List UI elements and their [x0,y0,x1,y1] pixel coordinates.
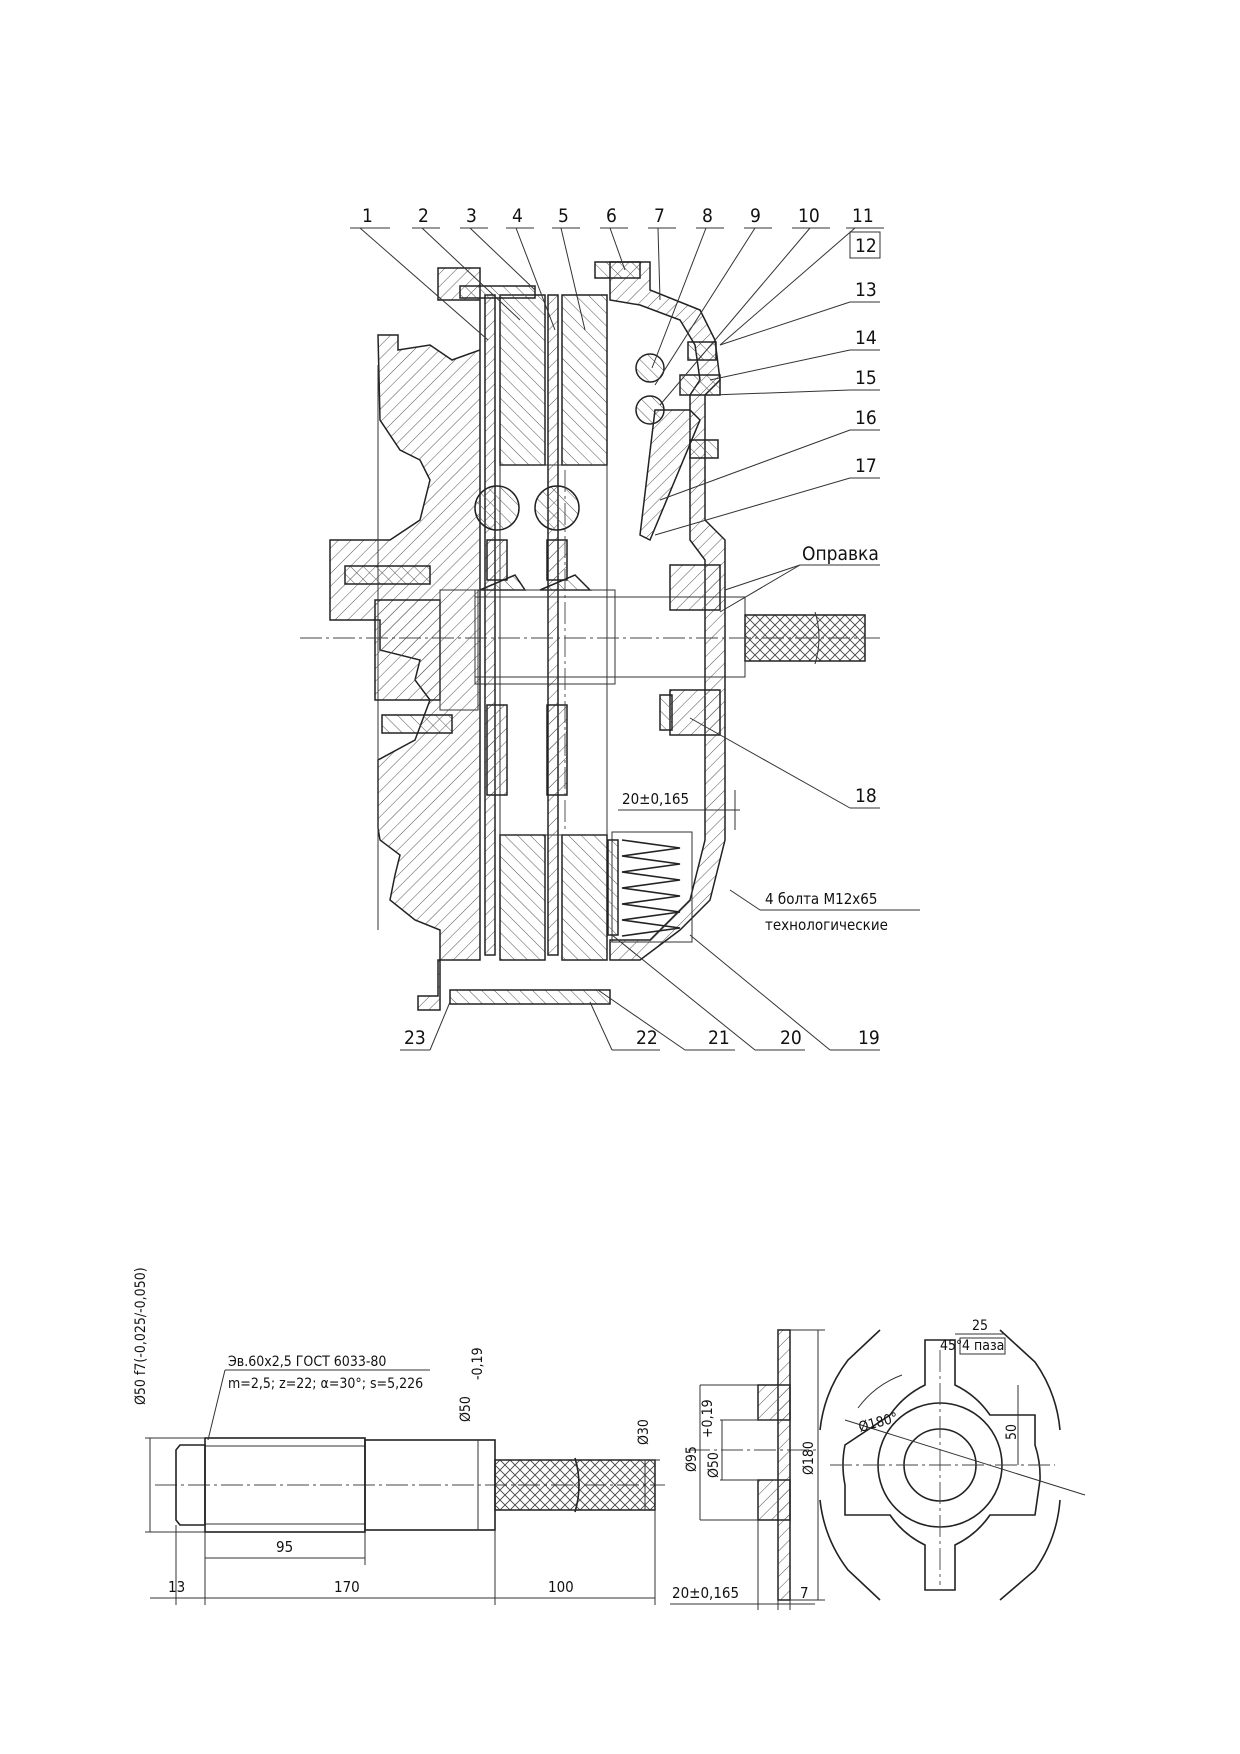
label-17: 17 [855,455,877,477]
bolts-note-line2: технологические [765,916,888,934]
length-13: 13 [168,1578,185,1596]
mandrel-handle-detail [494,1459,656,1511]
length-170: 170 [334,1578,360,1596]
label-3: 3 [466,205,477,227]
dia-180-plan: Ø180° [857,1410,900,1436]
middle-plate-bottom [499,834,546,961]
release-ring-18 [669,689,721,736]
label-7: 7 [654,205,665,227]
lobe-tl [819,1329,881,1431]
long-bolt-22 [449,989,611,1005]
disc-dia-95: Ø95 [684,1446,700,1472]
label-16: 16 [855,407,877,429]
mandrel-detail-drawing: Эв.60х2,5 ГОСТ 6033-80 m=2,5; z=22; α=30… [133,1267,665,1605]
label-14: 14 [855,327,877,349]
angle-45: 45° [940,1338,962,1354]
label-12: 12 [855,235,877,257]
bolts-note-line1: 4 болта М12х65 [765,890,877,908]
label-21: 21 [708,1027,730,1049]
length-100: 100 [548,1578,574,1596]
label-4: 4 [512,205,523,227]
spline-note-line1: Эв.60х2,5 ГОСТ 6033-80 [228,1354,386,1370]
flywheel-bolt-top [344,565,431,585]
plate-inner-area [499,464,608,836]
pressure-plate-bottom [561,834,608,961]
damper-spring-2 [534,485,580,531]
disc-thickness: 20±0,165 [672,1584,739,1602]
lobe-bl [819,1499,881,1601]
spring-washer-21 [607,839,619,936]
depth-50: 50 [1004,1424,1020,1440]
label-2: 2 [418,205,429,227]
label-8: 8 [702,205,713,227]
hub-rivet-4 [546,704,568,796]
disc-section-drawing: Ø95 Ø50 +0,19 Ø180 20±0,165 7 [670,1329,825,1610]
pressure-spring-19 [621,839,681,937]
release-pin-8 [635,353,665,383]
label-23: 23 [404,1027,426,1049]
cover-bolt-6 [594,261,641,279]
label-11: 11 [852,205,874,227]
bottom-leaders [400,934,880,1051]
label-20: 20 [780,1027,802,1049]
lobe-tr [999,1329,1061,1431]
slots-label: 4 паза [962,1338,1004,1354]
label-13: 13 [855,279,877,301]
flywheel-hub [374,599,441,701]
disc-dia-50-tol: +0,19 [700,1399,716,1438]
clutch-assembly-drawing: 20±0,165 4 болта М12х65 технологические … [300,205,920,1051]
dia-body-label: Ø50 [458,1396,474,1422]
spline-note-line2: m=2,5; z=22; α=30°; s=5,226 [228,1376,423,1392]
disc-flange-7: 7 [800,1584,809,1602]
label-1: 1 [362,205,373,227]
label-10: 10 [798,205,820,227]
label-15: 15 [855,367,877,389]
hub-rivet-2 [546,539,568,581]
hub-bearing [439,589,479,711]
disc-hub-bottom [757,1479,791,1521]
middle-plate-top [499,294,546,466]
dia-end-label: Ø30 [636,1419,652,1445]
adjust-bolt-15 [679,374,721,396]
label-19: 19 [858,1027,880,1049]
pressure-plate-top [561,294,608,466]
gap-dimension: 20±0,165 [622,790,689,808]
mandrel-label: Оправка [802,543,879,565]
lobe-br [999,1499,1061,1601]
damper-spring-1 [474,485,520,531]
release-bearing [659,694,673,731]
cover-bolt-top [459,285,536,299]
release-ring-upper [669,564,721,611]
friction-disc-1 [484,294,496,956]
disc-flange [777,1329,791,1601]
length-95: 95 [276,1538,293,1556]
disc-plan-outline [842,1339,1041,1591]
width-25: 25 [972,1318,988,1334]
disc-dia-180: Ø180 [801,1441,817,1475]
right-leaders [654,231,881,809]
flywheel-bolt-bottom [381,714,453,734]
hub-rivet-1 [486,539,508,581]
top-leaders [350,227,884,406]
label-22: 22 [636,1027,658,1049]
slots-box [959,1337,1006,1355]
label-5: 5 [558,205,569,227]
nut-13 [687,341,717,361]
hub-rivet-3 [486,704,508,796]
lever-nut [689,439,719,459]
label-18: 18 [855,785,877,807]
mandrel-spline-zone [474,589,616,685]
disc-dia-50: Ø50 [706,1452,722,1478]
dia-fit-label: Ø50 f7(-0,025/-0,050) [133,1267,149,1405]
release-lever [639,409,701,542]
label-9: 9 [750,205,761,227]
disc-plan-drawing: 4 паза 25 50 45° Ø180° [819,1318,1086,1601]
friction-disc-2 [547,294,559,956]
disc-hub-top [757,1384,791,1421]
label-6: 6 [606,205,617,227]
dia-body-tol: -0,19 [470,1347,486,1380]
